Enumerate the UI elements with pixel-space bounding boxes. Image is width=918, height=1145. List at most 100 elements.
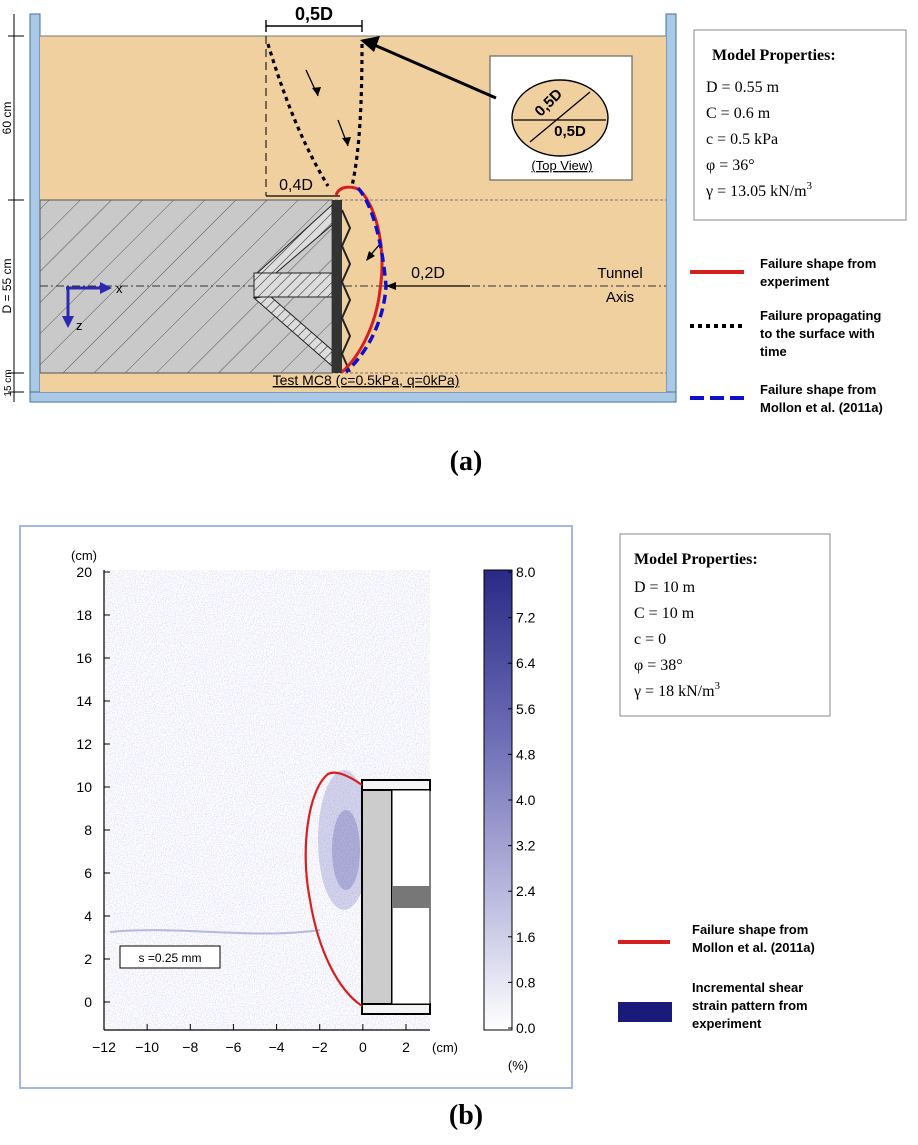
y-tick-label: 2: [84, 951, 92, 967]
legend-a-mollon-line-1: Mollon et al. (2011a): [760, 400, 883, 415]
dim-04d-label: 0,4D: [279, 177, 313, 194]
legend-a-prop-line-2: time: [760, 344, 787, 359]
legend-a-prop-line-1: to the surface with: [760, 326, 875, 341]
tunnel-axis-label-2: Axis: [606, 289, 634, 306]
legend-b-mollon-line-1: Mollon et al. (2011a): [692, 940, 815, 955]
legend-b-strain-line-0: Incremental shear: [692, 980, 803, 995]
properties-a-gamma: γ = 13.05 kN/m3: [705, 180, 813, 200]
scale-label: s =0.25 mm: [138, 951, 201, 965]
properties-box-a: [693, 29, 907, 221]
x-tick-label: −4: [269, 1039, 285, 1055]
cbar-tick-label: 0.8: [516, 974, 536, 990]
caption-b: (b): [449, 1100, 483, 1131]
properties-a-line-1: C = 0.6 m: [706, 105, 771, 122]
strain-concentration: [318, 770, 370, 910]
cbar-tick-label: 5.6: [516, 701, 536, 717]
cbar-tick-label: 8.0: [516, 564, 536, 580]
tunnel-face-plate: [332, 200, 342, 373]
properties-a-line-0: D = 0.55 m: [706, 79, 780, 96]
properties-b-line-0: D = 10 m: [634, 579, 696, 596]
propagation-curve-right: [350, 43, 364, 187]
tunnel-axis-block: [392, 886, 430, 908]
legend-a-exp-line-0: Failure shape from: [760, 256, 876, 271]
unit-y: (cm): [71, 548, 97, 563]
z-axis-label: z: [76, 318, 83, 333]
properties-b-line-2: c = 0: [634, 631, 666, 648]
side-label-middle: D = 55 cm: [0, 258, 14, 313]
top-view-ellipse: [511, 79, 609, 157]
panel-a: 0,5D 0,4D 0,2D Tunnel Axis x z: [0, 4, 907, 477]
tunnel-axis-label-1: Tunnel: [597, 265, 642, 282]
unit-x: (cm): [432, 1040, 458, 1055]
y-tick-label: 0: [84, 994, 92, 1010]
x-axis-label: x: [116, 281, 123, 296]
x-tick-label: −6: [225, 1039, 241, 1055]
right-wall: [665, 13, 677, 399]
legend-b-swatch-strain: [618, 1002, 672, 1022]
properties-b-line-3: φ = 38°: [634, 657, 683, 674]
caption-a: (a): [450, 446, 483, 477]
y-tick-label: 8: [84, 822, 92, 838]
x-tick-label: 0: [359, 1039, 367, 1055]
unit-pct: (%): [508, 1058, 528, 1073]
properties-b-gamma: γ = 18 kN/m3: [633, 680, 721, 700]
inset-pointer-arrow: [371, 42, 497, 100]
colorbar-ticks: 8.0 7.2 6.4 5.6 4.8 4.0 3.2 2.4 1.6 0.8 0.0: [508, 564, 536, 1036]
top-view-caption: (Top View): [531, 158, 592, 173]
y-tick-label: 12: [76, 736, 92, 752]
legend-b-mollon-line-0: Failure shape from: [692, 922, 808, 937]
bottom-wall: [29, 391, 677, 403]
properties-a-line-2: c = 0.5 kPa: [706, 131, 778, 148]
y-tick-label: 10: [76, 779, 92, 795]
cbar-tick-label: 1.6: [516, 929, 536, 945]
test-label: Test MC8 (c=0.5kPa, q=0kPa): [273, 372, 460, 388]
scale-label-box: [119, 945, 221, 969]
cbar-tick-label: 4.0: [516, 792, 536, 808]
colorbar: [483, 569, 513, 1031]
legend-a-mollon-line-0: Failure shape from: [760, 382, 876, 397]
properties-b-title: Model Properties:: [634, 551, 758, 568]
cbar-tick-label: 0.0: [516, 1020, 536, 1036]
cbar-tick-label: 3.2: [516, 838, 536, 854]
cbar-tick-label: 7.2: [516, 610, 536, 626]
properties-box-b: [619, 533, 831, 717]
y-tick-label: 14: [76, 693, 92, 709]
legend-a-prop-line-0: Failure propagating: [760, 308, 881, 323]
failure-curve-mollon: [344, 186, 388, 374]
x-tick-label: 2: [402, 1039, 410, 1055]
legend-b-strain-line-1: strain pattern from: [692, 998, 808, 1013]
support-beam: [253, 272, 333, 298]
tunnel-bottom-plate: [361, 1003, 431, 1015]
top-view-dim-horizontal: 0,5D: [554, 123, 586, 140]
y-tick-label: 4: [84, 908, 92, 924]
dim-05d-label: 0,5D: [295, 4, 333, 24]
properties-a-title: Model Properties:: [712, 47, 836, 64]
y-tick-label: 18: [76, 607, 92, 623]
x-tick-label: −12: [92, 1039, 116, 1055]
x-tick-label: −8: [182, 1039, 198, 1055]
tunnel-top-plate: [361, 779, 431, 791]
properties-b-line-1: C = 10 m: [634, 605, 695, 622]
side-label-top: 60 cm: [0, 102, 14, 135]
x-ticks: −12 −10 −8 −6 −4 −2 0 2: [92, 1024, 410, 1055]
propagation-curve-left: [266, 43, 330, 187]
x-tick-label: −2: [312, 1039, 328, 1055]
cbar-tick-label: 6.4: [516, 655, 536, 671]
properties-a-line-3: φ = 36°: [706, 157, 755, 174]
cbar-tick-label: 2.4: [516, 883, 536, 899]
failure-curve-mollon-b: [304, 771, 363, 1007]
x-tick-label: −10: [135, 1039, 159, 1055]
y-tick-label: 6: [84, 865, 92, 881]
y-tick-label: 16: [76, 650, 92, 666]
legend-a-exp-line-1: experiment: [760, 274, 830, 289]
cbar-tick-label: 4.8: [516, 746, 536, 762]
legend-b-strain-line-2: experiment: [692, 1016, 762, 1031]
tunnel-face: [361, 789, 393, 1005]
side-label-bottom: 15 cm: [3, 369, 14, 396]
face-blocks: [340, 209, 352, 373]
dim-02d-label: 0,2D: [411, 265, 445, 282]
left-wall: [29, 13, 41, 399]
